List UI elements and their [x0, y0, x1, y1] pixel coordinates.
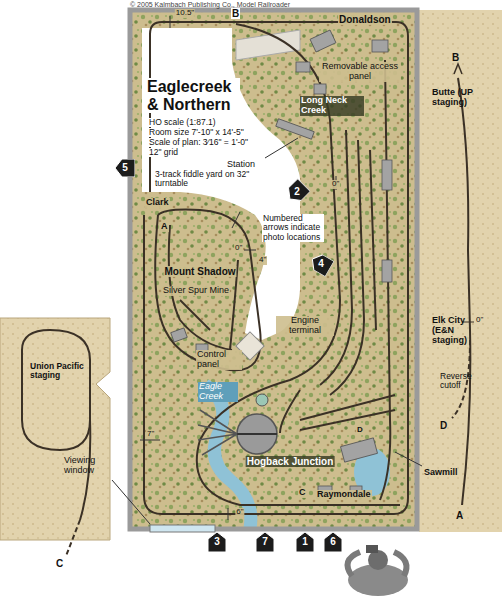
map-label: A: [160, 222, 169, 232]
map-label: B: [452, 52, 459, 63]
map-label: 0": [476, 316, 483, 325]
map-label: 4": [258, 256, 267, 265]
map-label: Clark: [145, 198, 170, 208]
callout-arrow: 5: [116, 158, 134, 178]
map-label: Viewing window: [64, 456, 114, 476]
callout-arrow: 2: [288, 182, 306, 202]
map-label: 10.5": [175, 9, 195, 18]
map-label: D: [440, 420, 447, 431]
callout-arrow: 1: [296, 532, 314, 552]
callout-arrow: 6: [324, 532, 342, 552]
map-label: Removable access panel: [319, 62, 401, 82]
callout-number: 7: [256, 532, 274, 552]
map-label: 0": [331, 180, 340, 189]
map-label: Sawmill: [424, 468, 458, 478]
callout-number: 4: [312, 254, 330, 274]
map-label: Reverse cutoff: [440, 372, 490, 391]
map-label: 6": [235, 508, 244, 517]
map-label: Numbered arrows indicate photo locations: [262, 214, 324, 242]
map-label: Scale of plan: 3⁄16" = 1'-0": [148, 138, 249, 147]
map-label: Control panel: [196, 350, 242, 370]
callout-arrow: 7: [256, 532, 274, 552]
callout-number: 6: [324, 532, 342, 552]
map-label: Eagle Creek: [198, 382, 238, 402]
map-label: Donaldson: [338, 14, 392, 25]
map-label: Hogback Junction: [246, 456, 335, 467]
map-label: HO scale (1:87.1): [148, 118, 217, 127]
map-label: Station: [226, 160, 256, 170]
map-label: © 2005 Kalmbach Publishing Co., Model Ra…: [130, 1, 290, 9]
map-label: Long Neck Creek: [300, 96, 364, 116]
map-label: Mount Shadow: [163, 266, 236, 277]
map-label: Union Pacific staging: [30, 362, 84, 381]
callout-number: 5: [116, 158, 134, 178]
layout-title: Eaglecreek & Northern: [146, 78, 240, 113]
map-label: 7": [146, 430, 155, 439]
map-label: Elk City (E&N staging): [432, 316, 476, 346]
map-label: 12" grid: [148, 148, 179, 157]
map-label: Engine terminal: [276, 316, 334, 336]
callout-arrow: 4: [312, 254, 330, 274]
viewer-figure: [348, 545, 409, 596]
callout-number: 1: [296, 532, 314, 552]
map-label: Raymondale: [316, 490, 372, 500]
map-label: 3-track fiddle yard on 32" turntable: [154, 170, 268, 189]
map-label: Silver Spur Mine: [162, 286, 230, 296]
map-label: Butte (UP staging): [432, 88, 498, 108]
callout-number: 2: [288, 182, 306, 202]
map-label: A: [456, 510, 463, 521]
map-label: C: [298, 488, 307, 498]
map-label: B: [231, 8, 240, 19]
map-label: D: [356, 426, 364, 435]
callout-arrow: 3: [208, 532, 226, 552]
map-label: 0": [234, 244, 243, 253]
callout-number: 3: [208, 532, 226, 552]
map-label: Room size 7'-10" x 14'-5": [148, 128, 245, 137]
map-label: C: [56, 558, 63, 569]
